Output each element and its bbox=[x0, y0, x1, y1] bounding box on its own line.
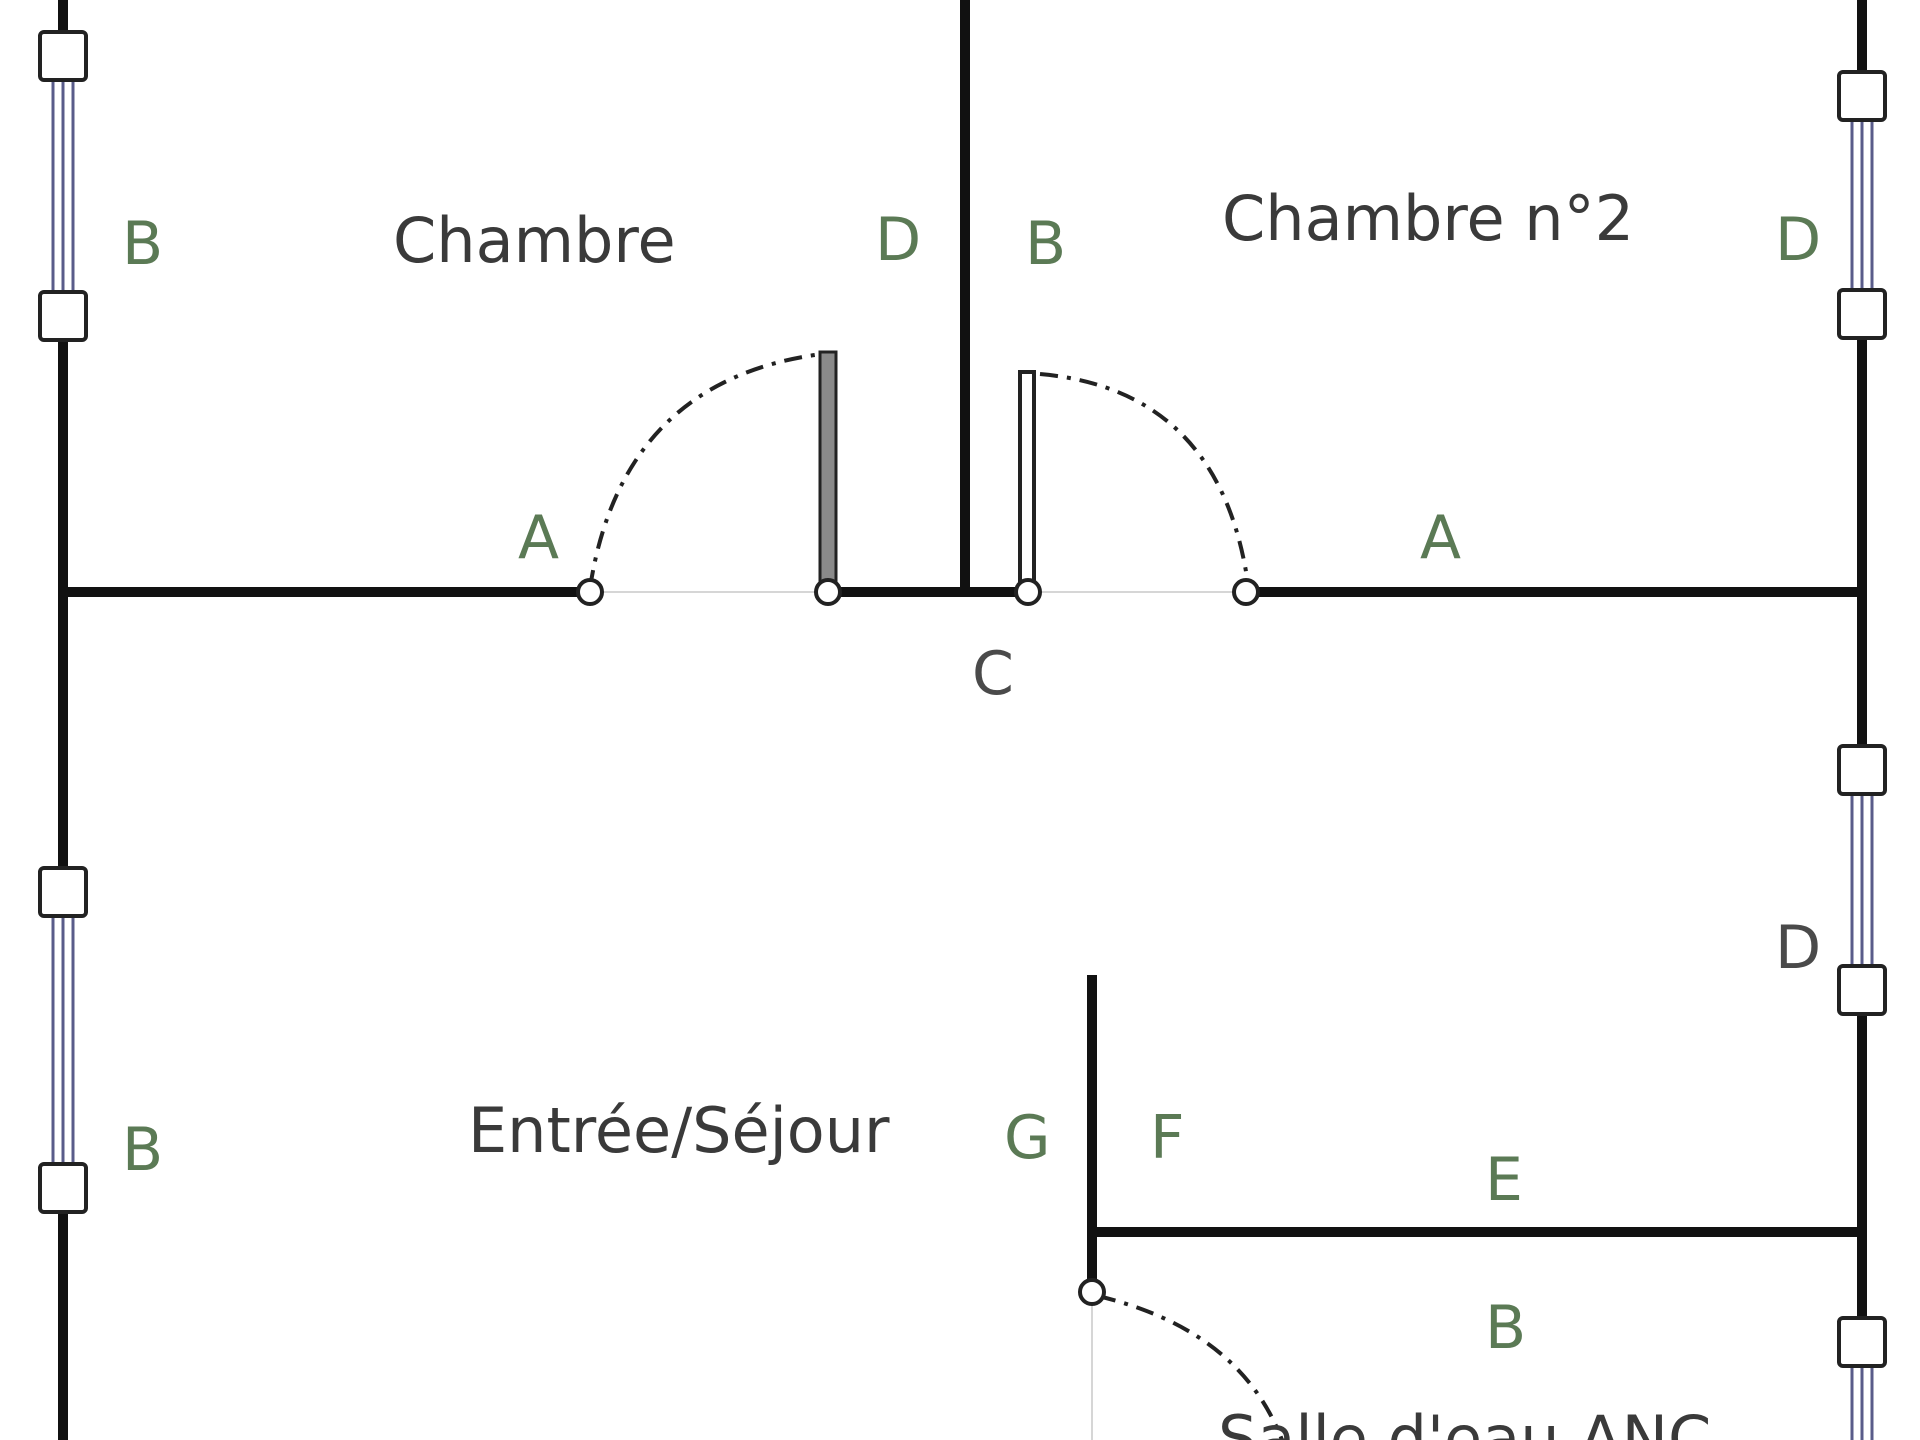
chambre2-door-swing bbox=[1039, 372, 1250, 585]
wall-label-partition-left: G bbox=[1004, 1103, 1051, 1173]
room-label-chambre2: Chambre n°2 bbox=[1222, 182, 1634, 255]
room-label-salle-eau: Salle d'eau ANC bbox=[1218, 1402, 1711, 1440]
chambre-door-swing bbox=[588, 352, 823, 589]
room-label-sejour: Entrée/Séjour bbox=[468, 1094, 890, 1167]
wall-label-bath-inner: B bbox=[1485, 1293, 1526, 1363]
wall-label-chambre2-left: B bbox=[1025, 209, 1066, 279]
chambre2-door-hinge-b bbox=[1232, 578, 1260, 606]
wall-label-sejour-left: B bbox=[122, 1115, 163, 1185]
window-chambre2 bbox=[1837, 70, 1887, 340]
wall-label-chambre-right: D bbox=[875, 205, 921, 275]
bath-door-hinge bbox=[1078, 1278, 1106, 1306]
wall-label-partition-right: F bbox=[1150, 1103, 1185, 1173]
chambre2-door-hinge-a bbox=[1014, 578, 1042, 606]
wall-label-chambre2-right: D bbox=[1775, 205, 1821, 275]
window-bath bbox=[1837, 1316, 1887, 1440]
wall-label-chambre2-bottom: A bbox=[1420, 503, 1461, 573]
chambre2-door-leaf bbox=[1018, 370, 1036, 594]
wall-label-chambre-left: B bbox=[122, 209, 163, 279]
wall-label-chambre-bottom: A bbox=[518, 503, 559, 573]
wall-label-corridor: C bbox=[972, 639, 1014, 709]
window-sejour bbox=[38, 866, 88, 1214]
wall-label-sejour-right: D bbox=[1775, 913, 1821, 983]
wall-label-bath-top: E bbox=[1485, 1145, 1523, 1215]
window-chambre bbox=[38, 30, 88, 342]
room-label-chambre: Chambre bbox=[393, 204, 676, 277]
chambre-door-leaf bbox=[818, 350, 838, 594]
chambre-door-hinge-a bbox=[576, 578, 604, 606]
chambre-door-hinge-b bbox=[814, 578, 842, 606]
bath-door-swing bbox=[1097, 1294, 1284, 1440]
window-sejour-right bbox=[1837, 744, 1887, 1016]
